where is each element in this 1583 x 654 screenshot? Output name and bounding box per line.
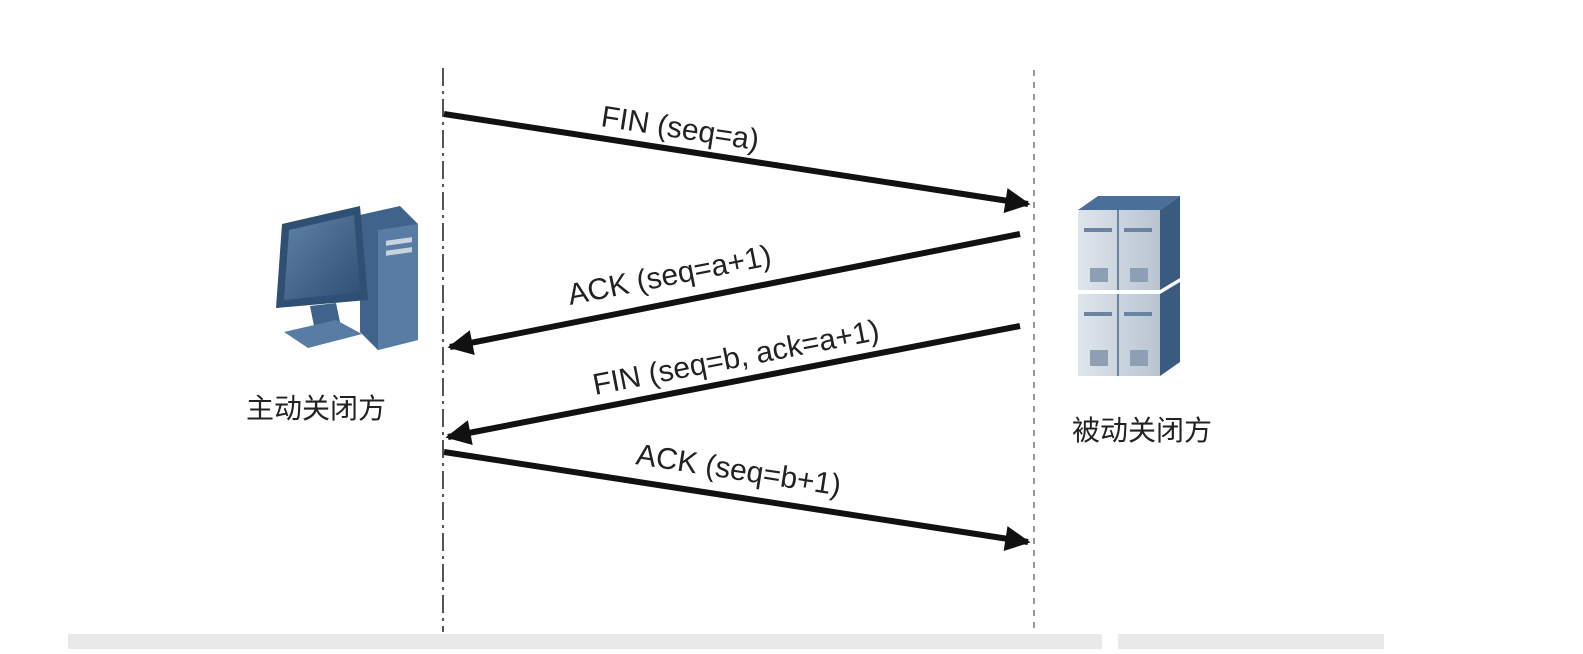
active-closer-label: 主动关闭方: [246, 392, 386, 425]
message-arrow-fin-b: [445, 323, 1021, 446]
server-rack-icon: [1078, 196, 1180, 376]
message-arrow-fin-a: [443, 111, 1031, 213]
message-label-fin-b: FIN (seq=b, ack=a+1): [590, 314, 882, 402]
bottom-panel-right: [1118, 634, 1384, 649]
passive-closer-label: 被动关闭方: [1072, 414, 1212, 447]
desktop-computer-icon: [276, 206, 418, 350]
message-label-ack-b1: ACK (seq=b+1): [634, 438, 843, 502]
bottom-panel-left: [68, 634, 1102, 649]
message-arrow-ack-b1: [443, 449, 1031, 551]
message-arrow-ack-a1: [447, 231, 1021, 355]
